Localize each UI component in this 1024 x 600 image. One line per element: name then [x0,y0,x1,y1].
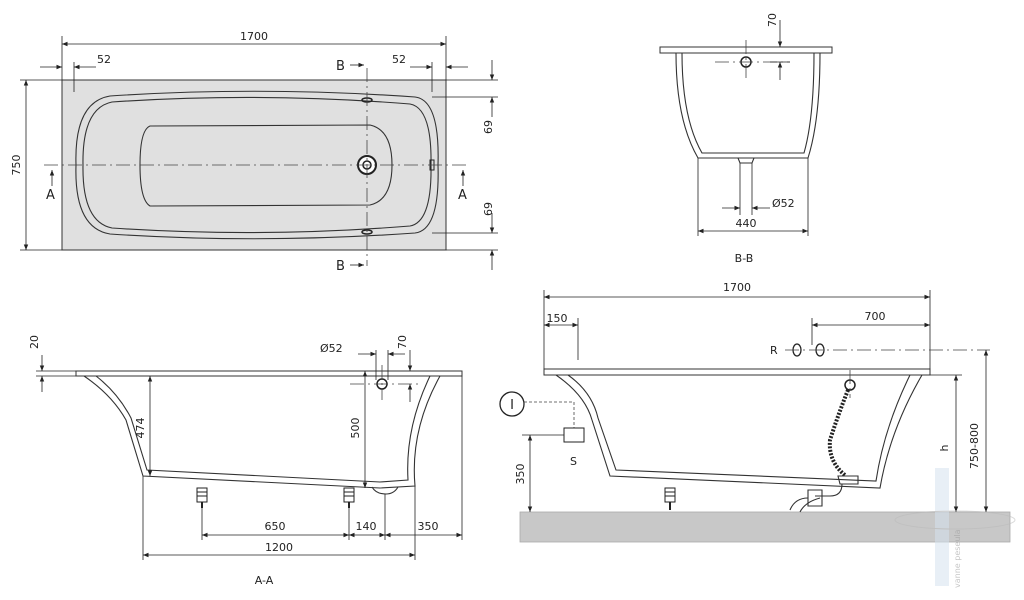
info-icon [499,391,525,417]
top-view-outer-basin [75,90,439,240]
watermark-logo: vanne peseula [894,468,1016,588]
aa-inner-depth: 474 [134,418,147,439]
install-leg [664,487,676,510]
tap-box [563,427,585,443]
bb-drain-diameter: Ø52 [772,197,795,210]
top-view-bottom [139,124,393,207]
top-view: 1700 52 52 750 69 69 A A B B [10,30,498,274]
section-aa: 20 474 500 Ø52 70 650 140 350 1200 A-A [28,335,463,587]
section-bb: 70 Ø52 440 B-B [659,13,833,265]
install-length: 1700 [723,281,751,294]
install-tap-label: S [570,455,577,468]
dim-length: 1700 [240,30,268,43]
aa-leg-to-drain: 140 [356,520,377,533]
install-info-symbol: I [510,398,514,413]
aa-overflow-diameter: Ø52 [320,342,343,355]
section-a-right: A [458,188,467,203]
install-floor-height: 350 [514,464,527,485]
aa-leg-left [196,487,208,508]
bb-bottom-width: 440 [736,217,757,230]
install-edge-left: 150 [547,312,568,325]
dim-width: 750 [10,155,23,176]
install-overflow-label: R [770,344,778,357]
aa-rim-thickness: 20 [28,335,41,349]
aa-total-depth: 500 [349,418,362,439]
install-view: 1700 150 700 R I [499,281,1011,543]
dim-side-right: 69 [481,202,494,216]
aa-leg-spacing: 650 [265,520,286,533]
watermark-text: vanne peseula [953,529,962,588]
floor [519,511,1011,543]
aa-bottom-length: 1200 [265,541,293,554]
aa-drain-to-end: 350 [418,520,439,533]
aa-title: A-A [255,574,274,587]
dim-side-left: 69 [481,120,494,134]
aa-leg-right [343,487,355,508]
section-a-left: A [46,188,55,203]
dim-edge-right: 52 [392,53,406,66]
aa-overflow-offset: 70 [396,335,409,349]
bb-title: B-B [735,252,754,265]
dim-edge-left: 52 [97,53,111,66]
section-b-top: B [336,59,345,74]
install-height-label: h [938,444,951,451]
install-rim-height: 750-800 [968,423,981,469]
install-drain-offset: 700 [865,310,886,323]
top-view-inner-basin [82,96,432,234]
bb-rim-offset: 70 [766,13,779,27]
section-b-bottom: B [336,259,345,274]
